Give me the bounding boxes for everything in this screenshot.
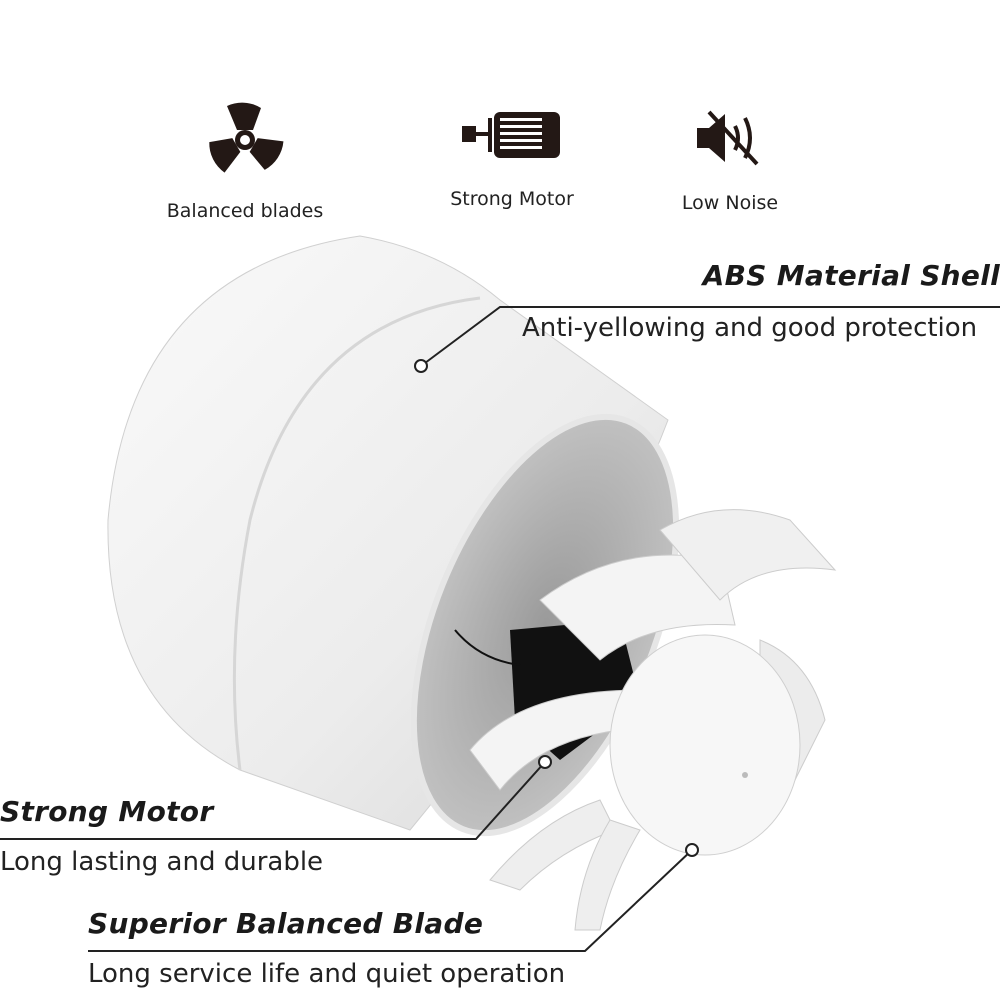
blade-callout-title: Superior Balanced Blade (88, 907, 484, 940)
feature-strong-motor: Strong Motor (412, 112, 612, 210)
fan-blades-icon (209, 102, 284, 173)
motor-icon (462, 112, 560, 158)
feature-low-noise: Low Noise (630, 110, 830, 214)
callout-line-blade (88, 849, 693, 952)
feature-label: Low Noise (681, 192, 779, 214)
shell-callout-title: ABS Material Shell (702, 259, 1000, 292)
feature-balanced-blades: Balanced blades (145, 100, 345, 222)
callout-line-shell (420, 306, 1000, 367)
callout-dot-shell (414, 359, 428, 373)
feature-label: Strong Motor (450, 188, 574, 210)
motor-callout-subtitle: Long lasting and durable (0, 847, 324, 877)
callout-dot-blade (685, 843, 699, 857)
motor-callout-title: Strong Motor (0, 795, 214, 828)
callout-line-motor (0, 761, 546, 840)
callout-dot-motor (538, 755, 552, 769)
mute-speaker-icon (697, 110, 759, 166)
shell-callout-subtitle: Anti-yellowing and good protection (522, 313, 978, 343)
blade-callout-subtitle: Long service life and quiet operation (88, 959, 566, 989)
feature-label: Balanced blades (166, 200, 324, 222)
